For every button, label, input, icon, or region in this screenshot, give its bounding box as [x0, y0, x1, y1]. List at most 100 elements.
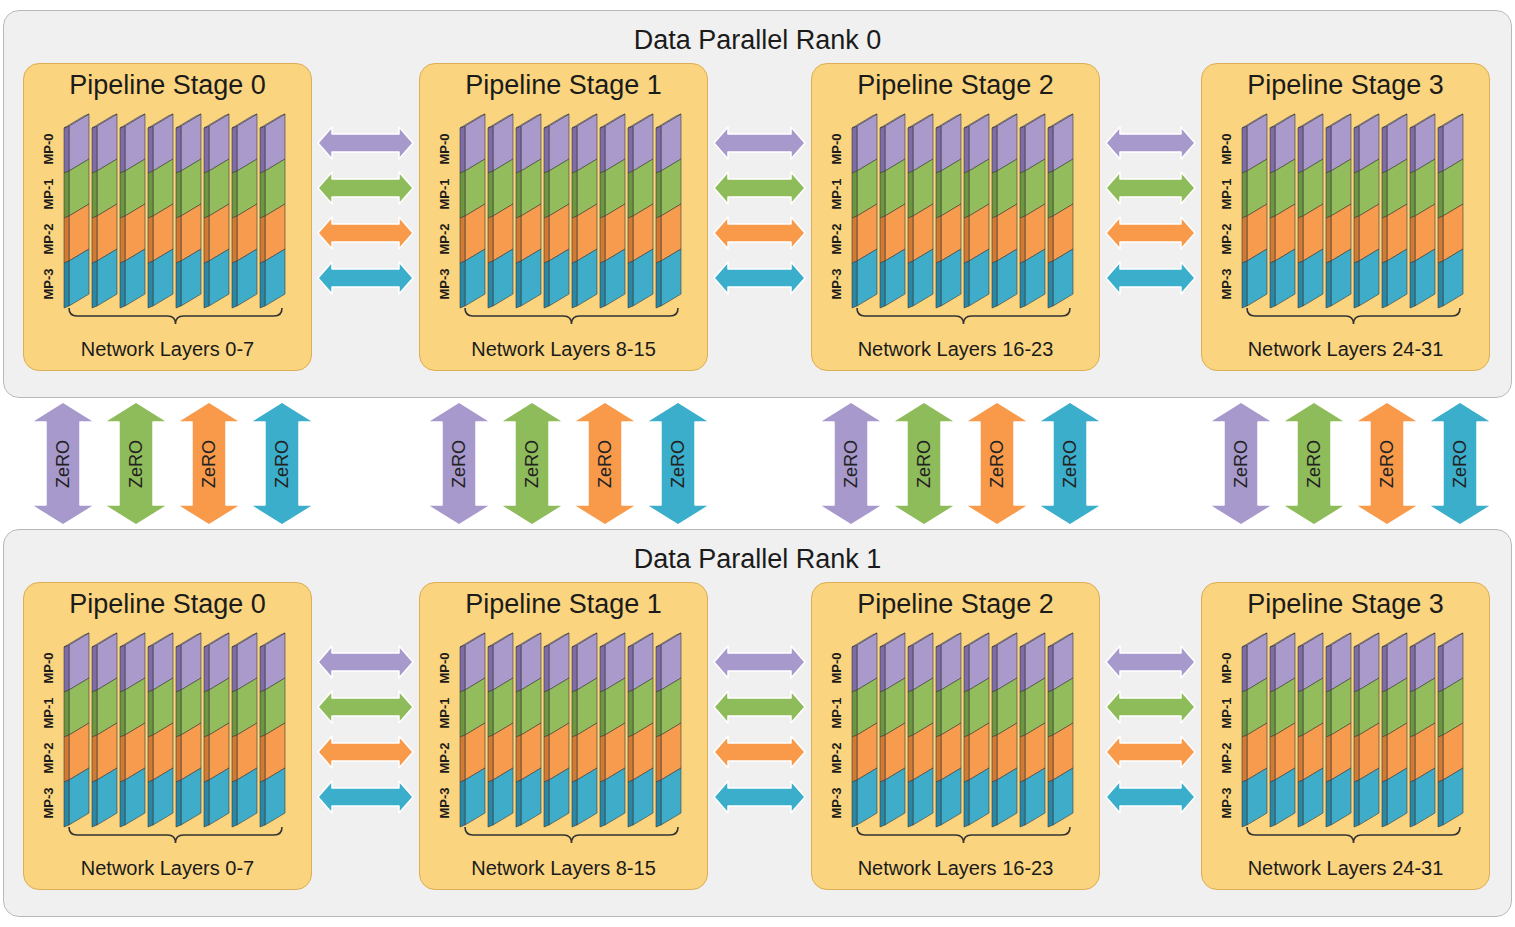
band-ground — [4, 530, 1511, 916]
double-arrow — [819, 402, 883, 525]
layer-range: Network Layers 8-15 — [420, 337, 707, 361]
mp-label: MP-0 — [1219, 652, 1234, 683]
mp-label: MP-1 — [1219, 178, 1234, 209]
band-backdrop — [4, 11, 1511, 916]
mp-label: MP-1 — [1219, 697, 1234, 728]
double-arrow — [318, 217, 413, 249]
edge-label: ZeRO — [1231, 437, 1251, 489]
double-arrow — [31, 402, 95, 525]
edge-label: ZeRO — [199, 437, 219, 489]
double-arrow — [714, 217, 805, 249]
layer-brace — [857, 308, 1070, 324]
edge-label: ZeRO — [1450, 437, 1470, 489]
data-parallel-band: Data Parallel Rank 0Pipeline Stage 0MP-0… — [3, 10, 1512, 398]
pipeline-stage-box: Pipeline Stage 0MP-0MP-1MP-2MP-3Network … — [23, 63, 312, 371]
double-arrow — [714, 172, 805, 204]
pipeline-stage-box: Pipeline Stage 0MP-0MP-1MP-2MP-3Network … — [23, 582, 312, 890]
edge-label: ZeRO — [522, 437, 542, 489]
edge-label: ZeRO — [987, 437, 1007, 489]
stage-title: Pipeline Stage 0 — [24, 69, 311, 101]
layer-range: Network Layers 16-23 — [812, 337, 1099, 361]
mp-label: MP-1 — [41, 697, 56, 728]
mp-label: MP-1 — [829, 178, 844, 209]
edge-label: ZeRO — [449, 437, 469, 489]
double-arrow — [318, 127, 413, 159]
stage-title: Pipeline Stage 2 — [812, 588, 1099, 620]
mp-label: MP-3 — [41, 787, 56, 818]
pipeline-stage-box: Pipeline Stage 3MP-0MP-1MP-2MP-3Network … — [1201, 63, 1490, 371]
double-arrow — [427, 402, 491, 525]
layer-brace — [69, 308, 282, 324]
double-arrow — [1355, 402, 1419, 525]
double-arrow — [1106, 781, 1195, 813]
double-arrow — [646, 402, 710, 525]
double-arrow — [892, 402, 956, 525]
layer-range: Network Layers 16-23 — [812, 856, 1099, 880]
data-parallel-band: Data Parallel Rank 1 Pipeline Stage 0 MP-0… — [3, 529, 1512, 917]
double-arrow — [714, 646, 805, 678]
mp-label: MP-3 — [41, 268, 56, 299]
mp-label: MP-2 — [1219, 223, 1234, 254]
stage-title: Pipeline Stage 1 — [420, 69, 707, 101]
mp-label: MP-3 — [437, 787, 452, 818]
layer-slabs — [420, 583, 709, 891]
double-arrow — [1038, 402, 1102, 525]
mp-label: MP-0 — [437, 133, 452, 164]
double-arrow — [1106, 736, 1195, 768]
layer-slabs — [420, 64, 709, 372]
mp-label: MP-2 — [829, 223, 844, 254]
double-arrow — [104, 402, 168, 525]
layer-slabs — [24, 64, 313, 372]
band-title: Data Parallel Rank 1 — [4, 543, 1511, 575]
double-arrow — [1428, 402, 1492, 525]
layer-brace — [465, 827, 678, 843]
double-arrow — [714, 691, 805, 723]
mp-label: MP-0 — [41, 652, 56, 683]
double-arrow — [177, 402, 241, 525]
mp-label: MP-1 — [437, 697, 452, 728]
double-arrow — [1106, 691, 1195, 723]
band-ground — [4, 11, 1511, 397]
double-arrow — [714, 781, 805, 813]
mp-label: MP-3 — [1219, 268, 1234, 299]
mp-label: MP-0 — [1219, 133, 1234, 164]
pipeline-stage-box: Pipeline Stage 1MP-0MP-1MP-2MP-3Network … — [419, 582, 708, 890]
stage-title: Pipeline Stage 1 — [420, 588, 707, 620]
double-arrow — [1106, 127, 1195, 159]
double-arrow — [318, 646, 413, 678]
mp-label: MP-2 — [829, 742, 844, 773]
stage-title: Pipeline Stage 3 — [1202, 588, 1489, 620]
layer-range: Network Layers 0-7 — [24, 856, 311, 880]
stage-title: Pipeline Stage 0 — [24, 588, 311, 620]
mp-label: MP-3 — [829, 787, 844, 818]
mp-label: MP-2 — [41, 223, 56, 254]
pipeline-stage-box: Pipeline Stage 2 MP-0MP-1MP-2MP-3Network … — [811, 582, 1100, 890]
double-arrow — [318, 691, 413, 723]
mp-label: MP-3 — [437, 268, 452, 299]
double-arrow — [573, 402, 637, 525]
stage-title: Pipeline Stage 2 — [812, 69, 1099, 101]
layer-slabs — [812, 583, 1101, 891]
mp-label: MP-1 — [41, 178, 56, 209]
mp-label: MP-2 — [437, 742, 452, 773]
double-arrow — [318, 781, 413, 813]
double-arrow — [714, 262, 805, 294]
mp-label: MP-2 — [437, 223, 452, 254]
layer-range: Network Layers 24-31 — [1202, 856, 1489, 880]
pipeline-stage-box: Pipeline Stage 3MP-0MP-1MP-2MP-3Network … — [1201, 582, 1490, 890]
layer-slabs — [1202, 583, 1491, 891]
layer-brace — [69, 827, 282, 843]
mp-label: MP-0 — [829, 652, 844, 683]
layer-range: Network Layers 0-7 — [24, 337, 311, 361]
edge-label: ZeRO — [53, 437, 73, 489]
double-arrow — [318, 172, 413, 204]
mp-label: MP-2 — [1219, 742, 1234, 773]
edge-label: ZeRO — [914, 437, 934, 489]
arrow-group — [31, 127, 1492, 813]
edge-label: ZeRO — [841, 437, 861, 489]
pipeline-stage-box: Pipeline Stage 1MP-0MP-1MP-2MP-3Network … — [419, 63, 708, 371]
layer-brace — [1247, 308, 1460, 324]
mp-label: MP-1 — [829, 697, 844, 728]
layer-range: Network Layers 8-15 — [420, 856, 707, 880]
